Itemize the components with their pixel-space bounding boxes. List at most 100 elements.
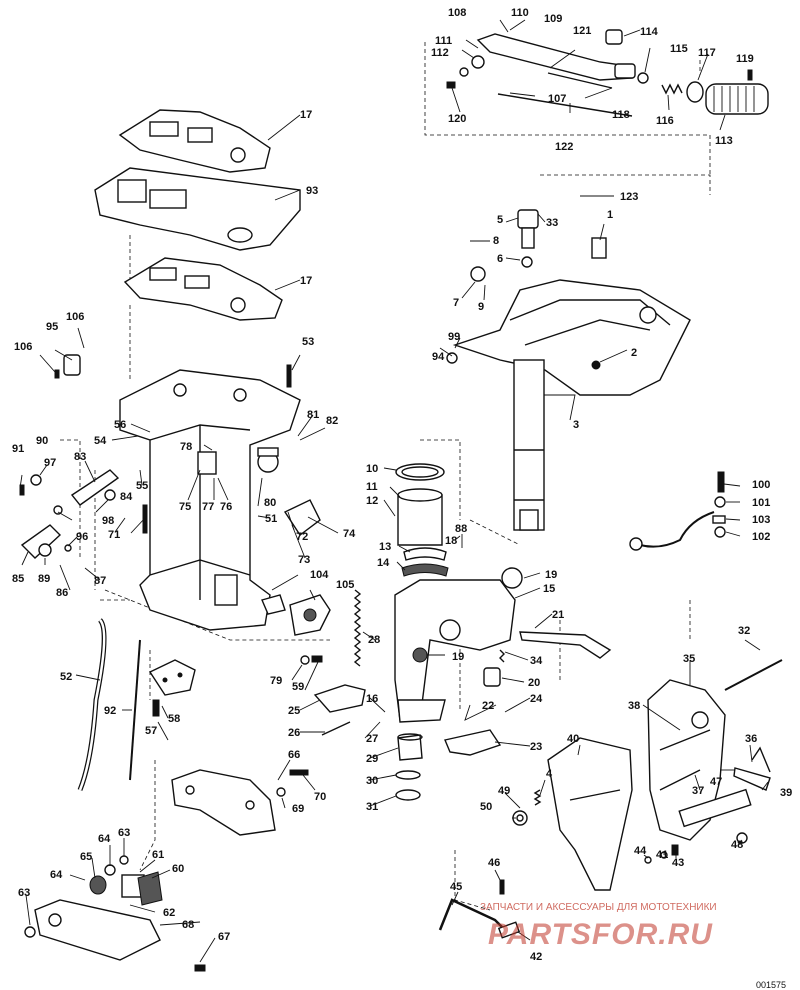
label-part-4: 4	[546, 768, 553, 780]
label-part-116: 116	[656, 115, 674, 127]
label-part-93: 93	[306, 185, 318, 197]
label-part-88: 88	[455, 523, 467, 535]
label-part-48: 48	[731, 839, 743, 851]
label-part-97: 97	[44, 457, 56, 469]
label-part-77: 77	[202, 501, 214, 513]
label-part-73: 73	[298, 554, 310, 566]
reverse-lock	[483, 667, 501, 687]
label-part-49: 49	[498, 785, 510, 797]
label-part-33: 33	[546, 217, 558, 229]
label-part-118: 118	[612, 109, 630, 121]
label-part-59: 59	[292, 681, 304, 693]
tilt-lock	[444, 729, 502, 756]
grip-spring	[661, 83, 683, 95]
label-part-19b: 19	[452, 651, 464, 663]
label-part-45: 45	[450, 881, 462, 893]
swivel-housing	[394, 579, 516, 721]
watermark: ЗАПЧАСТИ И АКСЕССУАРЫ ДЛЯ МОТОТЕХНИКИ PA…	[480, 902, 717, 951]
housing-gasket	[261, 594, 286, 615]
label-part-87: 87	[94, 575, 106, 587]
label-part-85: 85	[12, 573, 24, 585]
label-part-37: 37	[692, 785, 704, 797]
label-part-68: 68	[182, 919, 194, 931]
label-part-54: 54	[94, 435, 107, 447]
ground-strap	[639, 511, 715, 548]
label-part-42: 42	[530, 951, 542, 963]
label-part-112: 112	[431, 47, 449, 59]
ring-31	[395, 789, 421, 801]
label-part-75: 75	[179, 501, 191, 513]
label-part-94: 94	[432, 351, 445, 363]
grip-screw	[747, 69, 753, 81]
label-part-111: 111	[435, 35, 452, 47]
label-part-20: 20	[528, 677, 540, 689]
label-part-52: 52	[60, 671, 72, 683]
label-part-30: 30	[366, 775, 378, 787]
label-part-55: 55	[136, 480, 148, 492]
exhaust-housing-group	[119, 364, 331, 636]
label-part-14: 14	[377, 557, 390, 569]
label-part-58: 58	[168, 713, 180, 725]
label-part-8: 8	[493, 235, 499, 247]
label-part-17a: 17	[300, 109, 312, 121]
label-part-69: 69	[292, 803, 304, 815]
label-part-24: 24	[530, 693, 543, 705]
label-part-56: 56	[114, 419, 126, 431]
shift-lever-assembly	[197, 447, 279, 475]
label-part-86: 86	[56, 587, 68, 599]
watermark-logo: PARTSFOR.RU	[488, 918, 713, 951]
label-part-23: 23	[530, 741, 542, 753]
ring-30	[395, 770, 421, 780]
label-part-46: 46	[488, 857, 500, 869]
label-part-39: 39	[780, 787, 792, 799]
latch-cam	[137, 871, 163, 906]
label-part-19a: 19	[545, 569, 557, 581]
bracket-screw	[591, 360, 601, 370]
label-part-71: 71	[108, 529, 120, 541]
label-part-107: 107	[548, 93, 566, 105]
friction-screw	[517, 209, 539, 268]
label-part-91: 91	[12, 443, 24, 455]
shift-rod	[77, 618, 107, 791]
gasket-lower	[123, 257, 283, 321]
label-part-7: 7	[453, 297, 459, 309]
shift-lever	[70, 469, 120, 506]
bracket-clip	[591, 237, 607, 259]
part-number-labels: 1 2 3 4 5 6 7 8 9 10 11 12 13 14 15 16 1…	[12, 7, 792, 963]
label-part-27: 27	[366, 733, 378, 745]
label-part-100: 100	[752, 479, 770, 491]
label-part-51: 51	[265, 513, 277, 525]
label-part-90: 90	[36, 435, 48, 447]
stern-bracket-left	[547, 737, 633, 891]
label-part-50: 50	[480, 801, 492, 813]
connector-rod	[129, 639, 141, 781]
twist-grip	[705, 83, 769, 115]
middle-lower-parts	[77, 618, 323, 791]
motor-cover-latch	[63, 354, 81, 376]
upper-bushing	[397, 494, 443, 546]
latch-handle	[34, 899, 161, 961]
tiller-pivot-washer-2	[459, 67, 469, 77]
label-part-26: 26	[288, 727, 300, 739]
housing-stud	[286, 364, 292, 388]
label-part-40: 40	[567, 733, 579, 745]
label-part-76: 76	[220, 501, 232, 513]
tiller-washer	[637, 72, 649, 84]
label-part-84: 84	[120, 491, 133, 503]
label-part-98: 98	[102, 515, 114, 527]
lower-cowl-parts	[24, 769, 309, 972]
label-part-63a: 63	[118, 827, 130, 839]
label-part-115: 115	[670, 43, 688, 55]
label-part-108: 108	[448, 7, 466, 19]
tilt-pin	[438, 898, 506, 931]
label-part-17b: 17	[300, 275, 312, 287]
label-part-106a: 106	[14, 341, 32, 353]
label-part-53: 53	[302, 336, 314, 348]
swivel-bracket	[452, 279, 691, 396]
shift-handle	[20, 524, 62, 559]
label-part-96: 96	[76, 531, 88, 543]
tiller-stop	[605, 29, 623, 45]
stern-bracket-group	[438, 659, 783, 939]
label-part-3: 3	[573, 419, 579, 431]
